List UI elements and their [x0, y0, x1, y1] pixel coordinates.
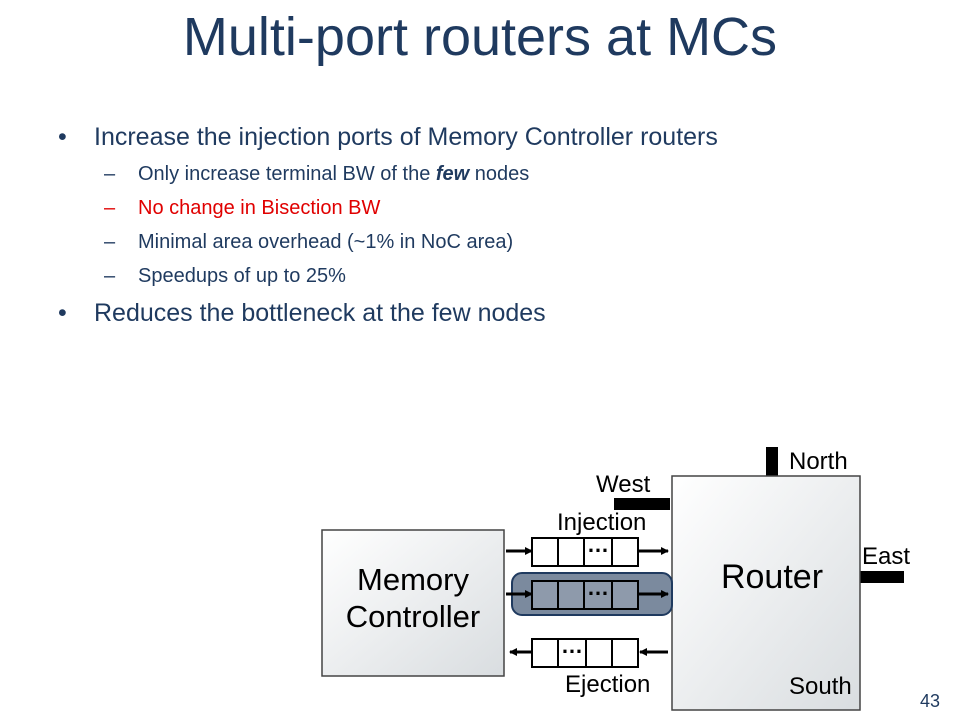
- memory-controller-box: [321, 529, 505, 677]
- sub-bullet-text: Minimal area overhead (~1% in NoC area): [138, 231, 514, 253]
- north-port-stub: [766, 447, 778, 477]
- memory-controller-label-line1: Memory: [357, 562, 469, 597]
- sub-bullet-item: – Only increase terminal BW of the few n…: [58, 162, 818, 186]
- sub-bullet-text: Speedups of up to 25%: [138, 265, 346, 287]
- sub-bullet-list: – Only increase terminal BW of the few n…: [58, 162, 818, 288]
- south-label: South: [789, 673, 852, 700]
- bullet-item: • Reduces the bottleneck at the few node…: [58, 298, 818, 328]
- bullet-dot-icon: •: [58, 299, 67, 327]
- page-number: 43: [919, 691, 940, 711]
- injection-buffer-2: [506, 580, 669, 610]
- buffer-ellipsis: …: [561, 633, 583, 658]
- dash-icon: –: [104, 163, 116, 185]
- sub-bullet-text: No change in Bisection BW: [138, 197, 381, 219]
- east-port-stub: [860, 571, 904, 583]
- injection-label: Injection: [557, 509, 646, 536]
- dash-icon: –: [104, 231, 116, 253]
- ejection-buffer: [509, 638, 668, 668]
- bullet-list: • Increase the injection ports of Memory…: [58, 122, 818, 338]
- west-port-stub: [614, 498, 670, 510]
- bullet-text: Increase the injection ports of Memory C…: [94, 123, 718, 151]
- sub-bullet-item-highlight: – No change in Bisection BW: [58, 196, 818, 220]
- bullet-text: Reduces the bottleneck at the few nodes: [94, 299, 546, 327]
- sub-bullet-text-part: Only increase terminal BW of the: [138, 163, 436, 185]
- bullet-dot-icon: •: [58, 123, 67, 151]
- slide-title: Multi-port routers at MCs: [182, 7, 778, 67]
- sub-bullet-item: – Speedups of up to 25%: [58, 264, 818, 288]
- sub-bullet-emphasis: few: [435, 163, 470, 185]
- north-label: North: [789, 448, 848, 475]
- router-box: [671, 475, 861, 711]
- dash-icon: –: [104, 265, 116, 287]
- sub-bullet-item: – Minimal area overhead (~1% in NoC area…: [58, 230, 818, 254]
- router-label: Router: [721, 558, 823, 596]
- injection-buffer-1: [506, 537, 669, 567]
- buffer-ellipsis: …: [587, 532, 609, 557]
- east-label: East: [862, 543, 910, 570]
- memory-controller-label-line2: Controller: [346, 599, 480, 634]
- west-label: West: [596, 471, 651, 498]
- ejection-label: Ejection: [565, 671, 650, 698]
- dash-icon: –: [104, 197, 116, 219]
- bullet-item: • Increase the injection ports of Memory…: [58, 122, 818, 152]
- sub-bullet-text-part: nodes: [469, 163, 530, 185]
- buffer-ellipsis: …: [587, 575, 609, 600]
